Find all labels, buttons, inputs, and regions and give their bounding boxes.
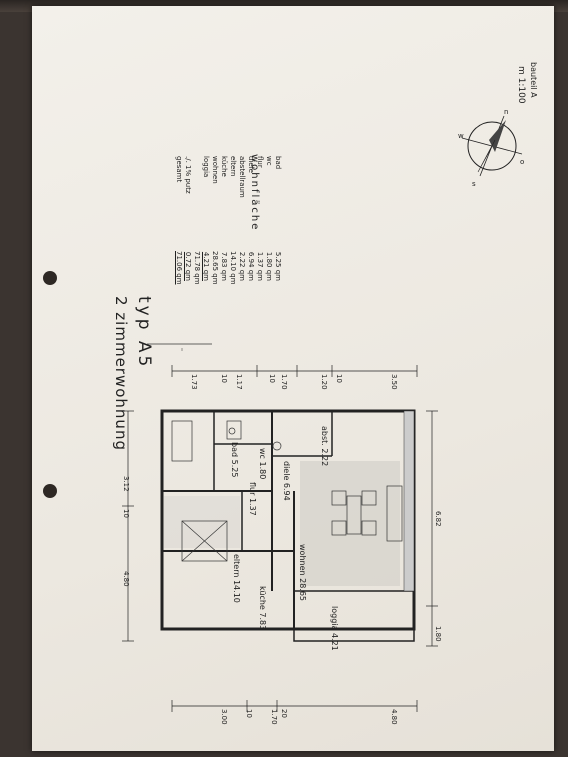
compass-o: o [520,158,524,166]
dim-top-2: 10 [122,509,130,518]
room-eltern: eltern 14.10 [232,554,241,603]
dim-right-2: 10 [335,374,343,383]
room-labels: bad 5.25 wc 1.80 flur 1.37 diele 6.94 ab… [230,426,339,651]
room-diele: diele 6.94 [282,461,291,501]
dim-right-8: 1.73 [190,374,198,390]
room-bad: bad 5.25 [230,442,239,477]
compass-w: w [458,132,464,140]
dim-right-1: 3.50 [390,374,398,390]
dim-left-3: 1.70 [270,709,278,725]
punch-hole [43,271,57,285]
compass-icon: n o s w [458,108,524,188]
dim-left-2: 20 [280,709,288,718]
room-abst: abst. 2.22 [320,426,329,466]
dim-left-1: 4.80 [390,709,398,725]
room-wc: wc 1.80 [258,448,267,479]
facade-hatch [403,410,415,592]
room-wohnen: wohnen 28.65 [298,544,307,601]
dim-right-4: 1.70 [280,374,288,390]
dim-right-5: 10 [268,374,276,383]
bedroom-fill [164,496,240,548]
dimension-right [171,365,418,377]
room-kueche: küche 7.83 [258,586,267,630]
dimension-left [171,700,418,712]
room-flur: flur 1.37 [248,482,257,516]
floor-plan-sheet: typ A5 2 zimmerwohnung bauteil A m 1:100… [32,6,554,751]
dimension-bottom [426,410,438,647]
floor-plan-drawing: n o s w [122,108,524,725]
dim-top-3: 3.12 [122,476,130,492]
punch-hole [43,484,57,498]
dim-left-5: 3.00 [220,709,228,725]
dim-bottom-2: 6.82 [434,511,442,527]
living-room-fill [300,461,400,586]
dim-left-4: 10 [245,709,253,718]
dim-right-6: 1.17 [235,374,243,390]
dim-right-7: 10 [220,374,228,383]
dimension-top [122,410,134,642]
compass-s: s [472,180,476,188]
dim-bottom-1: 1.80 [434,626,442,642]
furniture [171,420,403,562]
dim-right-3: 1.20 [320,374,328,390]
dim-top-1: 4.80 [122,571,130,587]
compass-n: n [504,108,508,116]
room-loggia: loggia 4.21 [330,606,339,651]
